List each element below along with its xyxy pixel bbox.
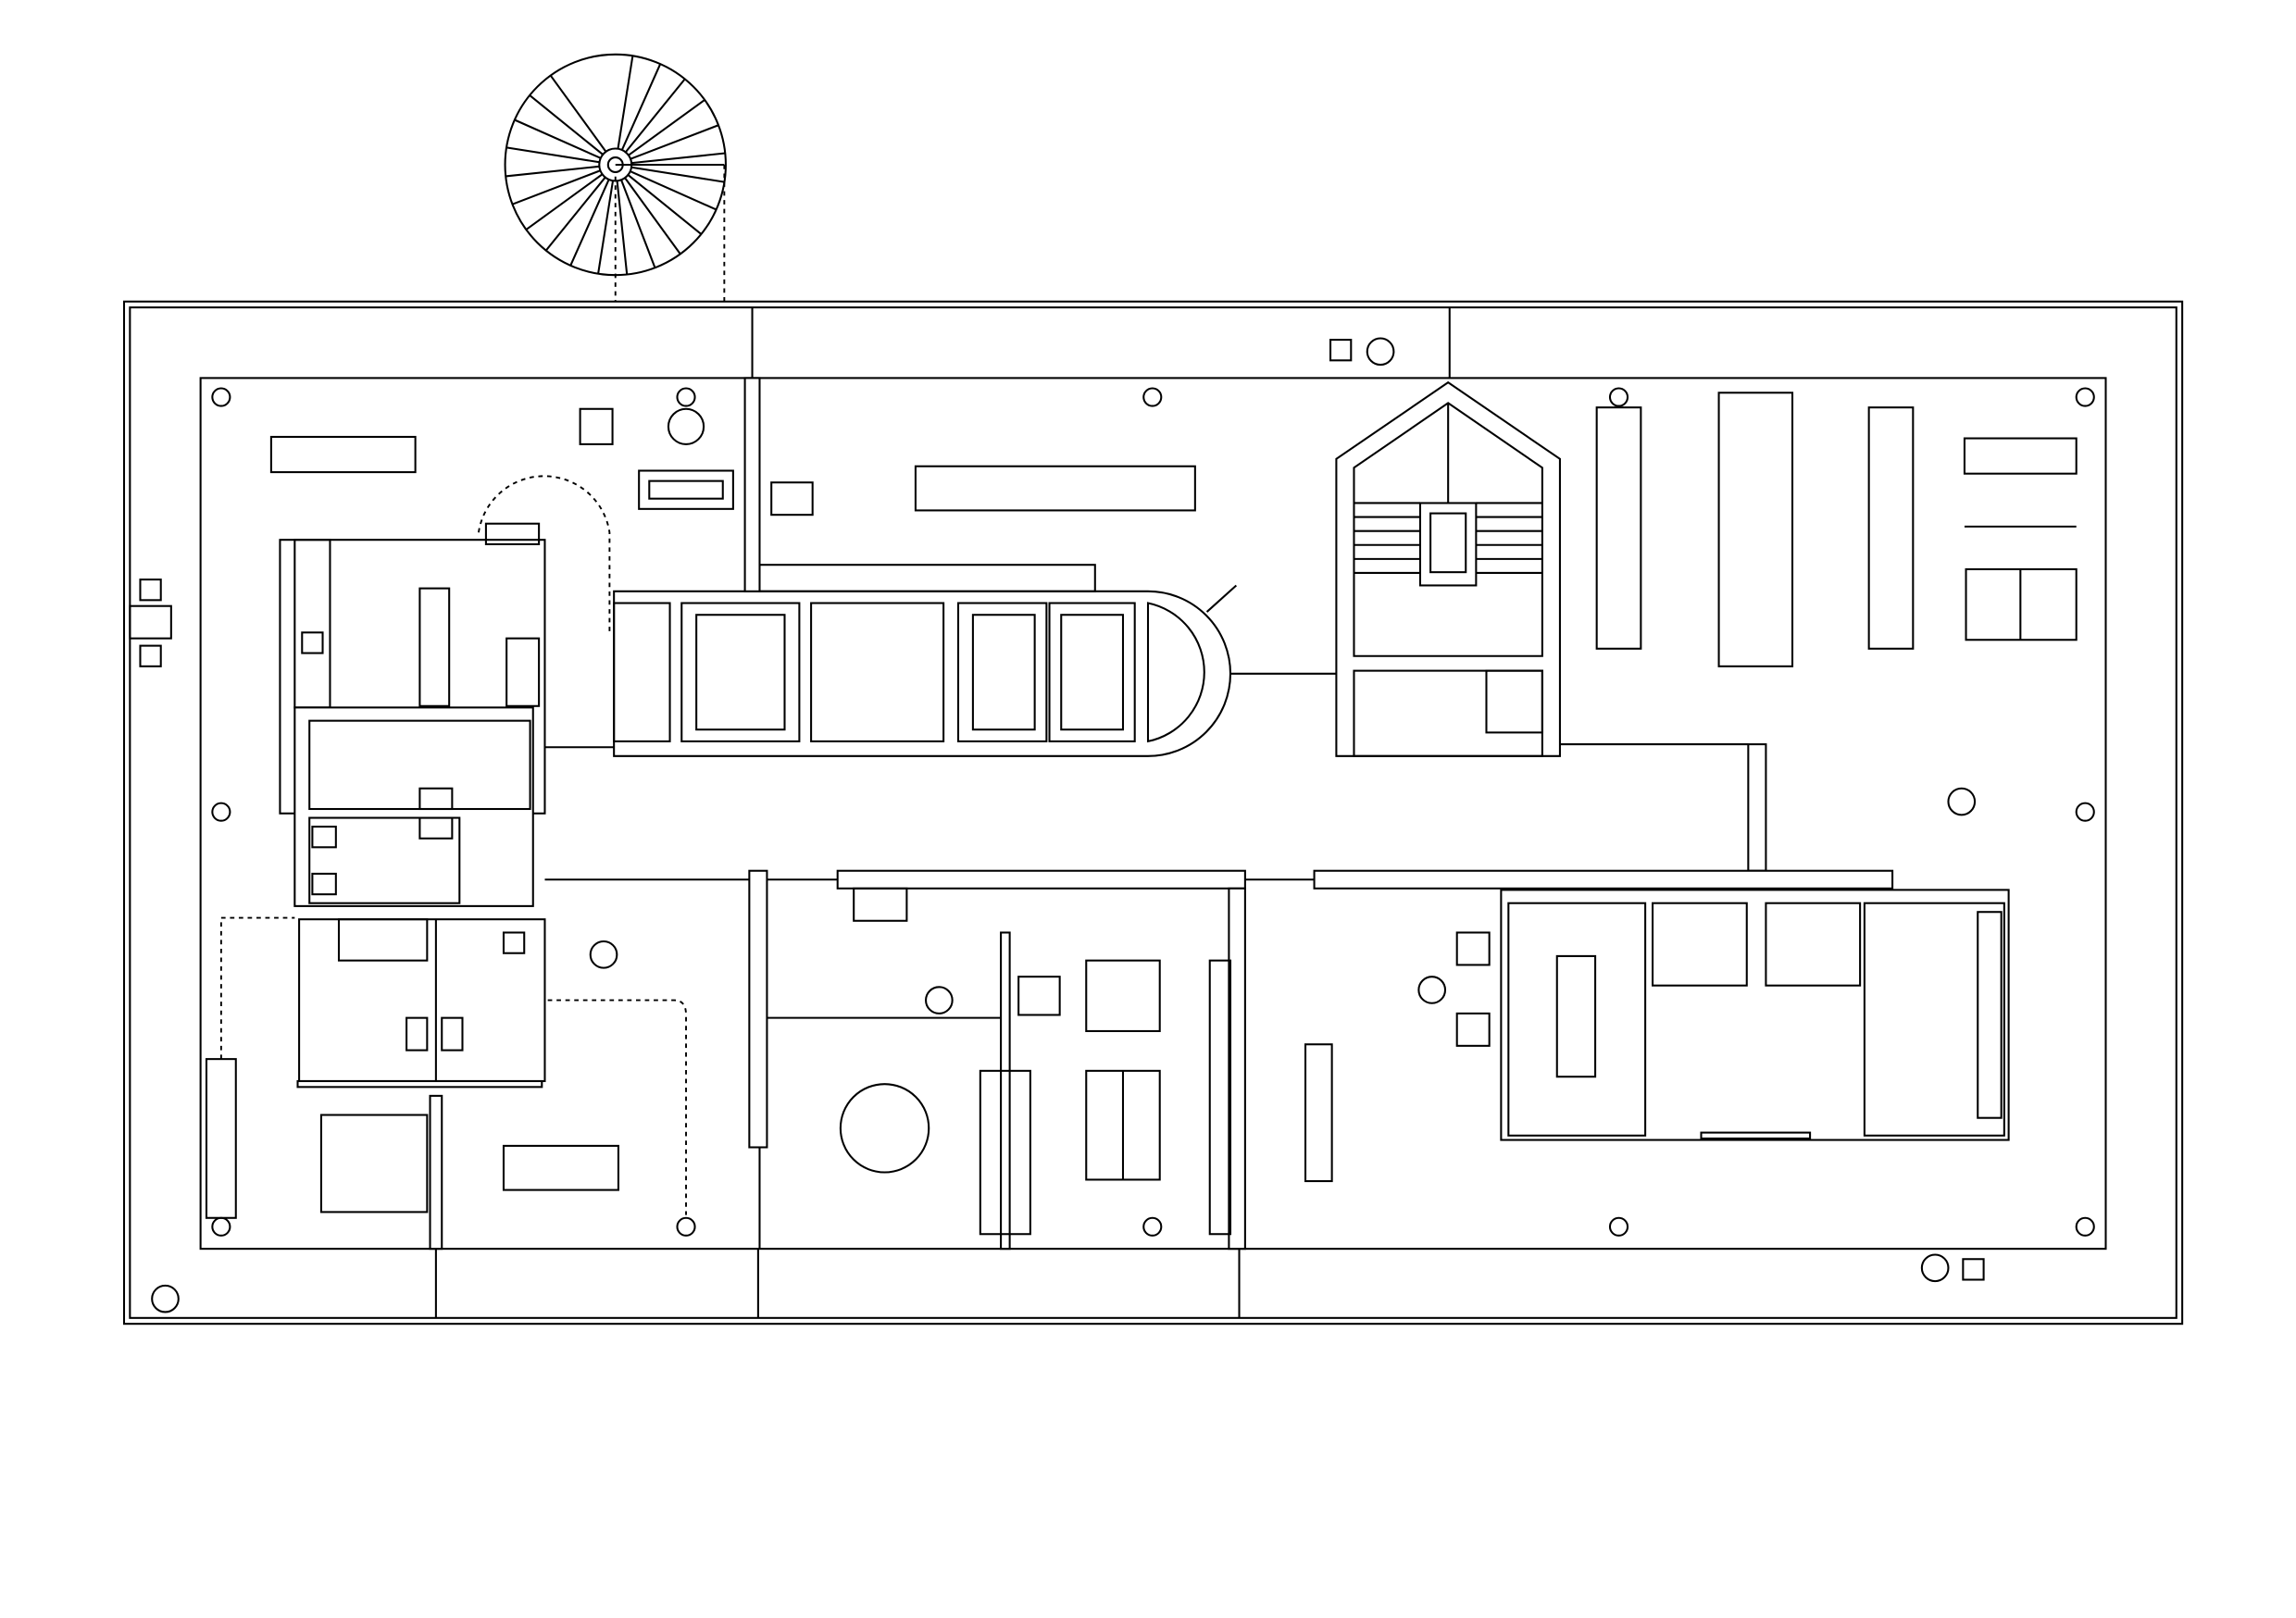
corridor-walls [544, 377, 1894, 1251]
stair-core [1335, 380, 1561, 757]
stair-tread [624, 78, 686, 154]
stair-tread [512, 169, 601, 205]
stair-tread [631, 152, 726, 165]
stair-tread [544, 176, 606, 252]
left-wing [219, 475, 687, 1251]
stair-tread [627, 174, 703, 235]
column [1142, 1216, 1163, 1237]
column [1142, 387, 1163, 407]
stair-tread [569, 179, 610, 267]
column [2075, 1216, 2095, 1237]
stair-tread [630, 124, 719, 160]
stair-tread [630, 170, 718, 211]
stair-tread [628, 99, 705, 156]
column [1608, 1216, 1629, 1237]
stair-tread [529, 94, 604, 156]
stair-tread [620, 179, 656, 268]
site-boundary [122, 300, 2184, 1326]
stair-tread [505, 146, 600, 164]
stair-tread [624, 177, 681, 255]
column [676, 387, 696, 407]
columns [211, 387, 2095, 1237]
column [1608, 387, 1629, 407]
central-capsule [613, 564, 1337, 757]
stair-tread [616, 180, 629, 275]
stair-tread [549, 74, 607, 153]
stair-tread [617, 56, 634, 149]
column [211, 802, 231, 822]
column [676, 1216, 696, 1237]
stair-tread [597, 180, 615, 274]
column [211, 387, 231, 407]
stair-tread [514, 118, 602, 159]
column [211, 1216, 231, 1237]
stair-tread [630, 166, 725, 183]
column [2075, 387, 2095, 407]
building-outline [199, 377, 2107, 1251]
furniture [129, 337, 2078, 1313]
office-rooms-right [1500, 889, 2010, 1141]
stair-tread [505, 165, 600, 178]
stair-tread [525, 173, 604, 230]
column [2075, 802, 2095, 822]
spiral-staircase [504, 53, 727, 302]
stair-tread [620, 63, 662, 151]
